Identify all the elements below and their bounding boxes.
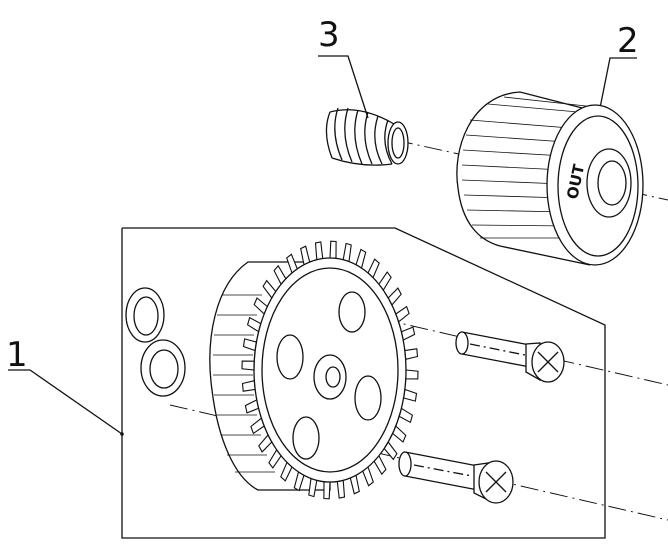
gear-face bbox=[253, 257, 407, 483]
gear-hole-top bbox=[338, 291, 366, 333]
upper-pin bbox=[455, 331, 531, 368]
gear-hole-right bbox=[354, 375, 382, 421]
callout-1-leader bbox=[8, 369, 123, 435]
pulley-teeth bbox=[461, 96, 587, 239]
gear-side-teeth bbox=[213, 294, 275, 473]
lower-screw bbox=[473, 460, 514, 504]
callout-2-label: 2 bbox=[617, 21, 639, 61]
gear-tooth bbox=[402, 388, 418, 402]
upper-screw bbox=[525, 341, 565, 383]
callout-3-leader bbox=[318, 55, 369, 119]
gear-tooth bbox=[241, 360, 255, 371]
gear-hole-left bbox=[276, 334, 304, 380]
pulley-bore bbox=[597, 160, 627, 206]
gear-tooth bbox=[314, 241, 324, 261]
washer-1 bbox=[125, 287, 165, 343]
gear-tooth bbox=[342, 242, 352, 263]
gear-hub bbox=[313, 354, 347, 400]
lower-pin bbox=[398, 451, 479, 491]
spring bbox=[325, 107, 409, 166]
pulley-axis-line bbox=[394, 139, 668, 201]
gear-tooth bbox=[404, 348, 419, 360]
pulley-hub bbox=[586, 148, 632, 218]
gear-tooth bbox=[329, 240, 337, 259]
gear-tooth bbox=[405, 369, 419, 380]
gear-hole-bottom bbox=[292, 416, 320, 460]
assembly-1-frame bbox=[121, 227, 606, 539]
gear-tooth bbox=[323, 481, 331, 500]
callout-3-label: 3 bbox=[318, 15, 340, 55]
pulley-face bbox=[546, 104, 644, 266]
spur-gear bbox=[209, 240, 419, 500]
gear-tooth bbox=[336, 479, 346, 499]
timing-pulley: OUT bbox=[456, 91, 644, 266]
gear-teeth-ring bbox=[241, 240, 419, 500]
callout-1-label: 1 bbox=[6, 335, 28, 375]
gear-bore bbox=[325, 366, 341, 388]
callout-1: 1 bbox=[6, 335, 124, 436]
callout-3: 3 bbox=[318, 15, 369, 119]
washer-2 bbox=[140, 339, 186, 397]
